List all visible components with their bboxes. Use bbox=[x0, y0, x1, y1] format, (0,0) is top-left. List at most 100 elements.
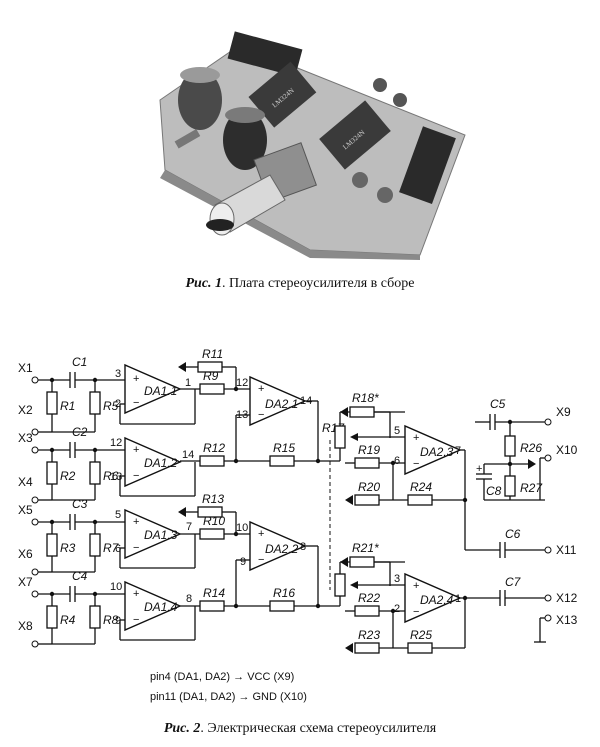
svg-text:2: 2 bbox=[115, 398, 121, 410]
x4-terminal[interactable] bbox=[31, 496, 39, 504]
x2-terminal[interactable] bbox=[31, 428, 39, 436]
c1-label: C1 bbox=[72, 355, 87, 369]
input-stage-2: X3 X4 R2 C2 R6 + − DA1.2 12 13 14 bbox=[18, 425, 196, 504]
svg-text:9: 9 bbox=[240, 556, 246, 568]
r2-label: R2 bbox=[60, 469, 76, 483]
volume-potentiometer-r17[interactable]: R17 bbox=[322, 411, 405, 606]
x4-label: X4 bbox=[18, 475, 33, 489]
da14-label: DA1.4 bbox=[144, 600, 178, 614]
input-stage-4: X7 X8 R4 C4 R8 + − DA1.4 10 9 8 bbox=[18, 569, 196, 648]
x7-label: X7 bbox=[18, 575, 33, 589]
c6-label: C6 bbox=[505, 527, 521, 541]
board-photo: LM324N LM324N bbox=[120, 20, 480, 260]
r19-label: R19 bbox=[358, 443, 380, 457]
x1-terminal[interactable] bbox=[31, 376, 39, 384]
svg-text:12: 12 bbox=[110, 437, 122, 449]
output-stage-da23: R18* 5 + − DA2.3 6 7 R19 R20 R24 C6 X11 bbox=[340, 391, 577, 558]
svg-text:3: 3 bbox=[394, 573, 400, 585]
x12-terminal[interactable] bbox=[544, 594, 552, 602]
svg-text:7: 7 bbox=[186, 521, 192, 533]
x13-terminal[interactable] bbox=[544, 614, 552, 622]
svg-text:1: 1 bbox=[185, 377, 191, 389]
figure1-caption: Рис. 1. Плата стереоусилителя в сборе bbox=[0, 276, 600, 292]
svg-text:−: − bbox=[258, 554, 264, 566]
x10-terminal[interactable] bbox=[544, 454, 552, 462]
svg-text:+: + bbox=[476, 463, 482, 475]
x8-terminal[interactable] bbox=[31, 640, 39, 648]
svg-text:−: − bbox=[133, 614, 139, 626]
r25-label: R25 bbox=[410, 628, 432, 642]
x7-terminal[interactable] bbox=[31, 590, 39, 598]
r22-label: R22 bbox=[358, 591, 380, 605]
svg-text:+: + bbox=[133, 444, 139, 456]
svg-text:6: 6 bbox=[394, 455, 400, 467]
r23-label: R23 bbox=[358, 628, 380, 642]
figure2-caption: Рис. 2. Электрическая схема стереоусилит… bbox=[0, 721, 600, 737]
r8-label: R8 bbox=[103, 613, 119, 627]
r27-label: R27 bbox=[520, 481, 543, 495]
svg-text:−: − bbox=[133, 542, 139, 554]
da11-label: DA1.1 bbox=[144, 384, 177, 398]
svg-text:7: 7 bbox=[455, 445, 461, 457]
svg-text:−: − bbox=[413, 606, 419, 618]
r21-label: R21* bbox=[352, 541, 379, 555]
svg-text:−: − bbox=[133, 397, 139, 409]
x10-label: X10 bbox=[556, 443, 578, 457]
svg-text:+: + bbox=[133, 588, 139, 600]
x3-terminal[interactable] bbox=[31, 446, 39, 454]
r6-label: R6 bbox=[103, 469, 119, 483]
x11-terminal[interactable] bbox=[544, 546, 552, 554]
figure1-caption-prefix: Рис. 1 bbox=[185, 276, 223, 291]
x12-label: X12 bbox=[556, 591, 578, 605]
c3-label: C3 bbox=[72, 497, 88, 511]
r3-label: R3 bbox=[60, 541, 76, 555]
input-stage-1: X1 X2 R1 C1 R5 + − DA1.1 3 2 1 bbox=[18, 355, 196, 436]
svg-text:+: + bbox=[133, 516, 139, 528]
svg-text:13: 13 bbox=[110, 471, 122, 483]
svg-text:8: 8 bbox=[186, 593, 192, 605]
ground-note: pin11 (DA1, DA2) → GND (X10) bbox=[150, 691, 307, 703]
c8-label: C8 bbox=[486, 484, 502, 498]
figure2-caption-text: . Электрическая схема стереоусилителя bbox=[200, 721, 437, 736]
x2-label: X2 bbox=[18, 403, 33, 417]
mixer-da21: R9 R11 12 + − DA2.1 13 14 bbox=[178, 347, 319, 461]
c5-label: C5 bbox=[490, 397, 506, 411]
x5-label: X5 bbox=[18, 503, 33, 517]
r13-label: R13 bbox=[202, 492, 224, 506]
svg-text:5: 5 bbox=[394, 425, 400, 437]
r16-label: R16 bbox=[273, 586, 295, 600]
r12-label: R12 bbox=[203, 441, 225, 455]
svg-text:12: 12 bbox=[236, 377, 248, 389]
svg-text:10: 10 bbox=[236, 522, 248, 534]
c2-label: C2 bbox=[72, 425, 88, 439]
x6-terminal[interactable] bbox=[31, 568, 39, 576]
r5-label: R5 bbox=[103, 399, 119, 413]
da21-label: DA2.1 bbox=[265, 397, 298, 411]
output-stage-da24: R21* 3 + − DA2.4 2 1 R22 R23 R25 C7 X12 … bbox=[340, 541, 578, 654]
x9-terminal[interactable] bbox=[544, 418, 552, 426]
svg-text:+: + bbox=[258, 383, 264, 395]
svg-text:10: 10 bbox=[110, 581, 122, 593]
mixer-da22: R10 R13 10 + − DA2.2 9 8 bbox=[178, 492, 319, 606]
svg-text:5: 5 bbox=[115, 509, 121, 521]
x5-terminal[interactable] bbox=[31, 518, 39, 526]
r24-label: R24 bbox=[410, 480, 432, 494]
da23-label: DA2.3 bbox=[420, 445, 454, 459]
x13-label: X13 bbox=[556, 613, 578, 627]
svg-text:14: 14 bbox=[182, 449, 194, 461]
x1-label: X1 bbox=[18, 361, 33, 375]
figure2-caption-prefix: Рис. 2 bbox=[163, 721, 201, 736]
svg-text:8: 8 bbox=[300, 541, 306, 553]
bias-network: C5 X9 R26 + C8 R27 X10 bbox=[475, 397, 578, 501]
x3-label: X3 bbox=[18, 431, 33, 445]
svg-text:2: 2 bbox=[394, 603, 400, 615]
c4-label: C4 bbox=[72, 569, 88, 583]
input-stage-3: X5 X6 R3 C3 R7 + − DA1.3 5 6 7 bbox=[18, 497, 196, 576]
r20-label: R20 bbox=[358, 480, 380, 494]
svg-text:1: 1 bbox=[455, 593, 461, 605]
r4-label: R4 bbox=[60, 613, 76, 627]
svg-text:−: − bbox=[258, 409, 264, 421]
x6-label: X6 bbox=[18, 547, 33, 561]
x8-label: X8 bbox=[18, 619, 33, 633]
da24-label: DA2.4 bbox=[420, 593, 454, 607]
